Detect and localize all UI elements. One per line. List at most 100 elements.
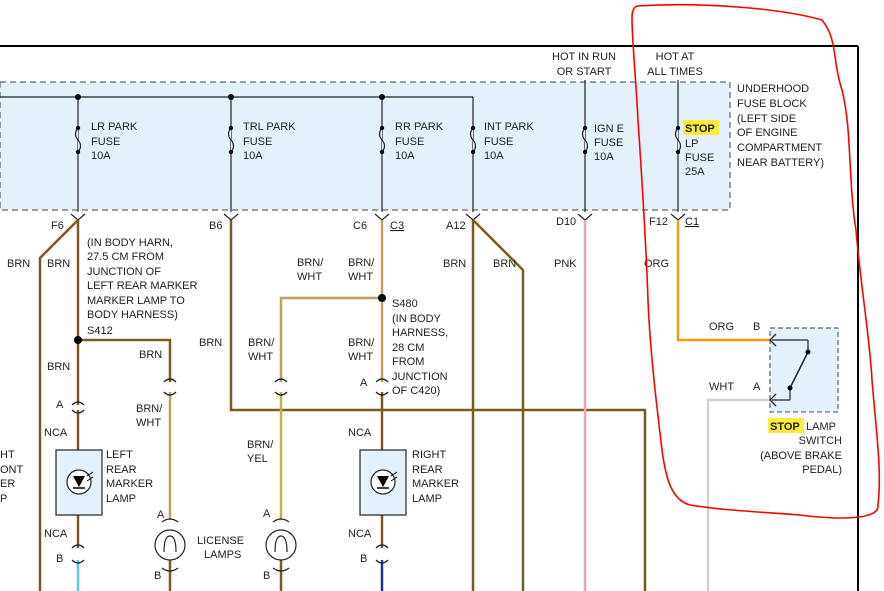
wire-label: BRN/: [348, 337, 375, 349]
inline-connector: [375, 544, 389, 564]
svg-text:STOP: STOP: [685, 123, 715, 135]
svg-text:RIGHT: RIGHT: [412, 449, 447, 461]
pin-label-switch-b: B: [753, 321, 760, 333]
svg-text:MARKER: MARKER: [106, 478, 153, 490]
svg-text:JUNCTION OF: JUNCTION OF: [87, 266, 161, 278]
svg-text:LEFT REAR MARKER: LEFT REAR MARKER: [87, 280, 197, 292]
hot-in-run-label: HOT IN RUN: [552, 51, 616, 63]
svg-text:(ABOVE BRAKE: (ABOVE BRAKE: [760, 450, 842, 462]
svg-text:10A: 10A: [594, 151, 614, 163]
splice-s412-note: (IN BODY HARN, 27.5 CM FROM JUNCTION OF …: [87, 237, 197, 321]
svg-text:(IN BODY: (IN BODY: [392, 313, 442, 325]
connector-chevron: [223, 213, 239, 221]
svg-text:25A: 25A: [685, 166, 705, 178]
fuse-label-int-park: INT PARK FUSE 10A: [484, 121, 534, 162]
wire-label: BRN: [443, 258, 466, 270]
connector-chevron: [670, 213, 686, 221]
svg-text:HARNESS,: HARNESS,: [392, 327, 448, 339]
wire-brn: [472, 219, 525, 591]
wire-label: BRN: [7, 258, 30, 270]
license-lamp-bulb: [265, 518, 297, 572]
svg-text:HT: HT: [0, 449, 15, 461]
connector-c3: C3: [390, 220, 404, 232]
connector-b6: B6: [209, 220, 222, 232]
wire-label: WHT: [297, 271, 322, 283]
fuse-label-rr-park: RR PARK FUSE 10A: [395, 121, 444, 162]
pin-label: B: [56, 553, 63, 565]
inline-connector: [274, 378, 288, 396]
connector-chevron: [465, 213, 481, 221]
svg-text:BODY HARNESS): BODY HARNESS): [87, 309, 178, 321]
wire-label: NCA: [348, 427, 372, 439]
svg-text:LAMP: LAMP: [806, 421, 836, 433]
svg-text:MARKER: MARKER: [412, 478, 459, 490]
fuse-symbol: [581, 127, 589, 153]
license-lamps-label: LICENSE: [197, 535, 244, 547]
svg-text:TRL PARK: TRL PARK: [243, 121, 296, 133]
wire-brn-wht: [279, 296, 382, 382]
wire-label: YEL: [247, 453, 268, 465]
svg-text:(IN BODY HARN,: (IN BODY HARN,: [87, 237, 173, 249]
wire-label: BRN: [199, 337, 222, 349]
pin-label: B: [154, 570, 161, 582]
svg-text:LEFT: LEFT: [106, 449, 133, 461]
fuse-label-trl-park: TRL PARK FUSE 10A: [243, 121, 296, 162]
svg-text:FUSE: FUSE: [594, 137, 623, 149]
svg-text:REAR: REAR: [106, 464, 137, 476]
svg-text:FROM: FROM: [392, 356, 424, 368]
svg-text:FUSE: FUSE: [395, 136, 424, 148]
hot-in-run-label: OR START: [557, 66, 612, 78]
stop-lamp-switch: [769, 327, 839, 413]
wire-label: WHT: [136, 417, 161, 429]
fuse-label-ign-e: IGN E FUSE 10A: [594, 123, 624, 163]
wire-label: WHT: [248, 351, 273, 363]
wire-label: BRN: [139, 349, 162, 361]
fuse-symbol: [227, 127, 235, 153]
svg-text:10A: 10A: [243, 150, 263, 162]
connector-f6: F6: [51, 220, 64, 232]
highlight-stop-switch: [768, 418, 804, 433]
svg-text:REAR: REAR: [412, 464, 443, 476]
svg-text:LR PARK: LR PARK: [91, 121, 138, 133]
pin-label: A: [263, 508, 271, 520]
fuse-label-stop-lp: STOP LP FUSE 25A: [683, 120, 719, 178]
splice-s412-dot: [74, 336, 82, 344]
wire-label: BRN: [47, 258, 70, 270]
hot-at-all-times-label: HOT AT: [656, 51, 695, 63]
wire-label: BRN/: [247, 439, 274, 451]
wire-label: BRN/: [348, 257, 375, 269]
wire-label: WHT: [709, 381, 734, 393]
fuse-symbol: [469, 127, 477, 153]
fuse-symbol: [378, 127, 386, 153]
svg-text:FUSE: FUSE: [243, 136, 272, 148]
splice-s480-note: (IN BODY HARNESS, 28 CM FROM JUNCTION OF…: [392, 313, 448, 397]
wire-label: BRN: [47, 361, 70, 373]
inline-connector: [71, 544, 85, 564]
splice-s480-dot: [378, 294, 386, 302]
fuse-block-box: [0, 81, 731, 211]
license-lamps-label: LAMPS: [204, 549, 241, 561]
svg-text:OF C420): OF C420): [392, 385, 440, 397]
connector-a12: A12: [446, 220, 466, 232]
left-rear-marker-label: LEFT REAR MARKER LAMP: [106, 449, 153, 505]
svg-text:FUSE: FUSE: [685, 152, 714, 164]
wire-label: NCA: [348, 528, 372, 540]
right-rear-marker-lamp: [359, 449, 407, 516]
svg-text:MARKER LAMP TO: MARKER LAMP TO: [87, 295, 185, 307]
wire-label: NCA: [44, 528, 68, 540]
svg-text:IGN E: IGN E: [594, 123, 624, 135]
svg-text:28 CM: 28 CM: [392, 342, 424, 354]
svg-text:ONT: ONT: [0, 464, 24, 476]
svg-text:JUNCTION: JUNCTION: [392, 371, 448, 383]
svg-text:SWITCH: SWITCH: [799, 435, 842, 447]
stop-lamp-switch-label: STOP LAMP SWITCH (ABOVE BRAKE PEDAL): [760, 418, 842, 476]
inline-connector: [71, 401, 85, 414]
wire-label: BRN/: [297, 257, 324, 269]
wire-label: PNK: [554, 258, 577, 270]
svg-text:ER: ER: [0, 478, 15, 490]
connector-chevron: [577, 213, 593, 221]
svg-text:10A: 10A: [484, 150, 504, 162]
red-annotation-outline: [631, 3, 881, 519]
wire-label: BRN/: [136, 403, 163, 415]
